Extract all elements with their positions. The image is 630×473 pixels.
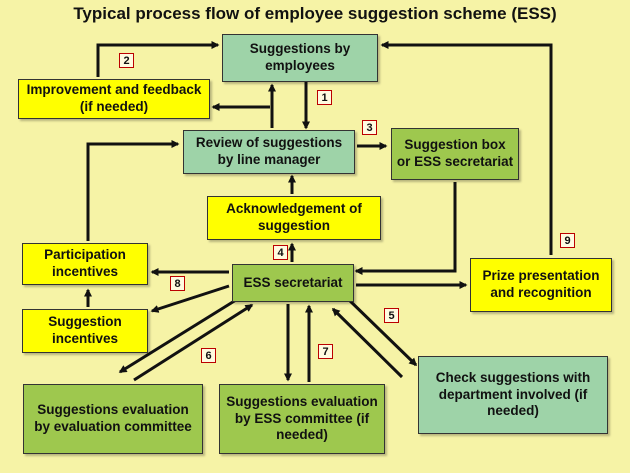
step-number-6: 6 bbox=[201, 348, 216, 363]
arrow-prize-to-employees bbox=[380, 41, 553, 255]
step-number-2: 2 bbox=[119, 53, 134, 68]
step-number-9: 9 bbox=[560, 233, 575, 248]
box-evaluation-committee: Suggestions evaluation by evaluation com… bbox=[23, 384, 203, 454]
box-review-line-manager: Review of suggestions by line manager bbox=[183, 130, 355, 174]
box-prize-presentation: Prize presentation and recognition bbox=[470, 258, 612, 312]
arrow-participation-to-review bbox=[86, 140, 180, 241]
box-check-department: Check suggestions with department involv… bbox=[418, 356, 608, 434]
step-number-8: 8 bbox=[170, 276, 185, 291]
arrow-box-to-ess bbox=[354, 182, 457, 275]
arrow-ess-to-department bbox=[344, 295, 418, 367]
step-number-1: 1 bbox=[317, 90, 332, 105]
box-improvement-feedback: Improvement and feedback (if needed) bbox=[18, 79, 210, 119]
arrow-eval-committee-to-ess bbox=[133, 303, 254, 382]
arrow-ess-to-suggestion-incentives bbox=[150, 284, 230, 313]
step-number-4: 4 bbox=[273, 245, 288, 260]
arrow-department-to-ess bbox=[331, 307, 404, 379]
box-acknowledgement: Acknowledgement of suggestion bbox=[207, 196, 381, 240]
box-participation-incentives: Participation incentives bbox=[22, 243, 148, 285]
box-suggestion-incentives: Suggestion incentives bbox=[22, 309, 148, 353]
diagram-title: Typical process flow of employee suggest… bbox=[73, 4, 557, 23]
step-number-3: 3 bbox=[362, 120, 377, 135]
box-suggestion-box: Suggestion box or ESS secretariat bbox=[391, 128, 519, 180]
arrow-ess-to-eval-committee bbox=[118, 298, 237, 374]
step-number-5: 5 bbox=[384, 308, 399, 323]
box-ess-committee: Suggestions evaluation by ESS committee … bbox=[219, 384, 385, 454]
box-suggestions-by-employees: Suggestions by employees bbox=[222, 34, 378, 82]
arrow-improvement-to-employees bbox=[96, 41, 220, 77]
step-number-7: 7 bbox=[318, 344, 333, 359]
box-ess-secretariat: ESS secretariat bbox=[232, 264, 354, 302]
